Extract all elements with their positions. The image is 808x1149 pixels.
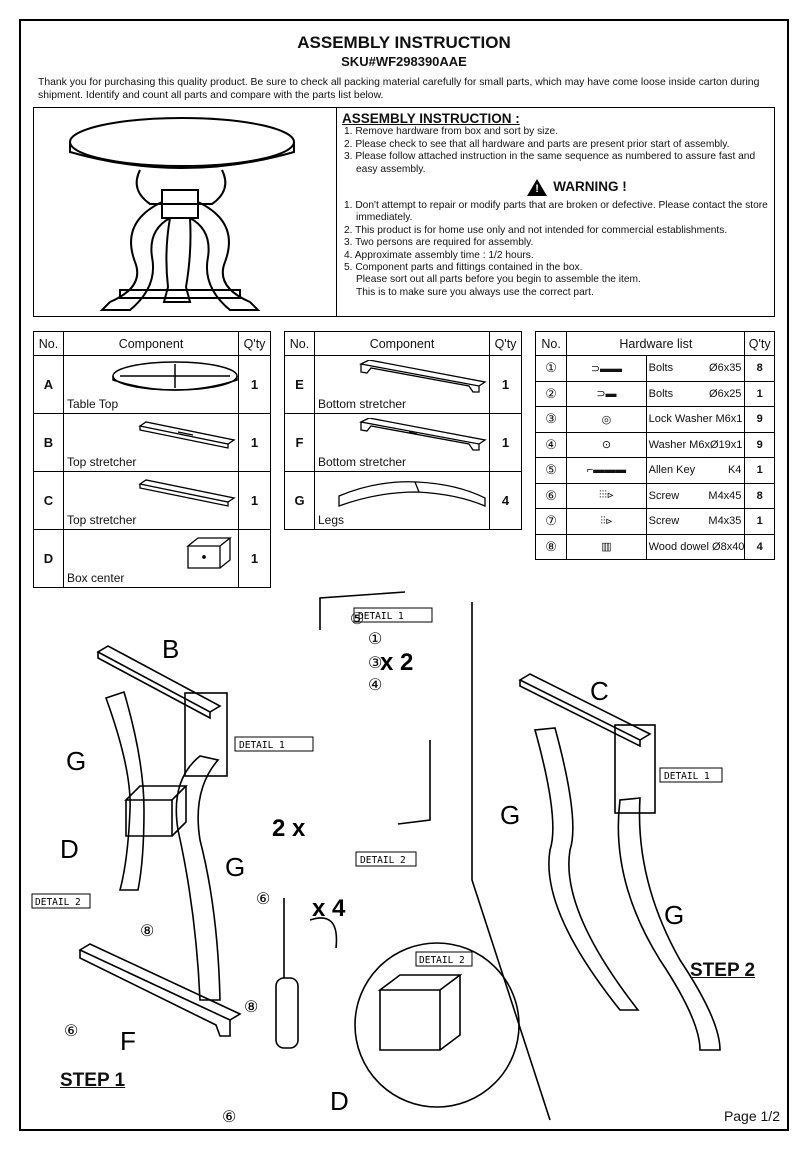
stretcher-icon bbox=[138, 421, 236, 449]
quantity-x2: x 2 bbox=[380, 649, 413, 676]
lock-washer-icon: ◎ bbox=[566, 406, 647, 433]
warning-heading: ! WARNING ! bbox=[382, 179, 772, 197]
table-illustration bbox=[69, 117, 295, 311]
callout-c: C bbox=[590, 676, 609, 706]
stretcher-icon bbox=[138, 479, 236, 507]
leg-icon bbox=[338, 481, 486, 507]
components-table-middle: No. Component Q'ty E Bottom stretcher 1 … bbox=[284, 331, 522, 530]
assembly-diagram: DETAIL 1 DETAIL 1 DETAIL 2 DETAIL 2 DETA… bbox=[31, 591, 723, 1126]
bottom-stretcher-icon bbox=[359, 360, 487, 393]
allen-key-icon: ⌐▬▬▬ bbox=[566, 457, 647, 484]
instruction-item: 1. Remove hardware from box and sort by … bbox=[344, 126, 559, 138]
instruction-item: 3. Please follow attached instruction in… bbox=[344, 151, 756, 175]
instruction-item: 2. Please check to see that all hardware… bbox=[344, 138, 730, 150]
detail-1-label: DETAIL 1 bbox=[358, 611, 404, 622]
sku-number: SKU#WF298390AAE bbox=[341, 54, 467, 69]
callout-5: ⑤ bbox=[350, 611, 364, 628]
callout-6: ⑥ bbox=[256, 891, 270, 908]
warning-item: 4. Approximate assembly time : 1/2 hours… bbox=[344, 249, 534, 261]
callout-3: ③ bbox=[368, 655, 382, 672]
callout-d: D bbox=[330, 1086, 349, 1116]
table-top-icon bbox=[112, 361, 238, 391]
callout-f: F bbox=[120, 1026, 136, 1056]
warning-item: 1. Don't attempt to repair or modify par… bbox=[344, 200, 768, 224]
detail-2-label: DETAIL 2 bbox=[35, 897, 81, 908]
component-top-stretcher-b: Top stretcher bbox=[63, 413, 239, 472]
callout-g: G bbox=[225, 852, 245, 882]
callout-g: G bbox=[500, 800, 520, 830]
step-1-label: STEP 1 bbox=[60, 1070, 126, 1091]
detail-1-label: DETAIL 1 bbox=[664, 771, 710, 782]
component-bottom-stretcher-e: Bottom stretcher bbox=[314, 355, 490, 414]
box-center-icon bbox=[186, 537, 232, 569]
page-number: Page 1/2 bbox=[723, 1108, 780, 1124]
quantity-x4: x 4 bbox=[312, 895, 346, 922]
component-top-stretcher-c: Top stretcher bbox=[63, 471, 239, 530]
component-box-center: Box center bbox=[63, 529, 239, 588]
warning-extra: This is to make sure you always use the … bbox=[356, 286, 594, 298]
component-table-top: Table Top bbox=[63, 355, 239, 414]
components-table-left: No. Component Q'ty A Table Top 1 B Top s… bbox=[33, 331, 271, 588]
warning-item: 2. This product is for home use only and… bbox=[344, 224, 728, 236]
detail-1-label: DETAIL 1 bbox=[239, 740, 285, 751]
instructions-panel: ASSEMBLY INSTRUCTION : 1. Remove hardwar… bbox=[342, 111, 772, 299]
callout-b: B bbox=[162, 634, 179, 664]
detail-2-label: DETAIL 2 bbox=[419, 955, 465, 966]
warning-icon: ! bbox=[527, 179, 548, 197]
callout-g: G bbox=[664, 900, 684, 930]
page-title: ASSEMBLY INSTRUCTION bbox=[297, 33, 511, 52]
screw-icon: ⫶⫶⊳ bbox=[566, 508, 647, 535]
callout-8: ⑧ bbox=[140, 923, 154, 940]
quantity-2x: 2 x bbox=[272, 815, 306, 842]
component-bottom-stretcher-f: Bottom stretcher bbox=[314, 413, 490, 472]
bottom-stretcher-icon bbox=[359, 418, 487, 451]
overview-box bbox=[33, 107, 775, 317]
bolt-icon: ⊃▬ bbox=[566, 380, 647, 407]
page-frame bbox=[19, 19, 789, 1131]
detail-2-label: DETAIL 2 bbox=[360, 855, 406, 866]
intro-text: Thank you for purchasing this quality pr… bbox=[38, 77, 760, 101]
callout-8: ⑧ bbox=[244, 999, 258, 1016]
callout-g: G bbox=[66, 746, 86, 776]
screw-icon: ⫶⫶⫶⊳ bbox=[566, 482, 647, 509]
callout-d: D bbox=[60, 834, 79, 864]
washer-icon: ⊙ bbox=[566, 431, 647, 458]
step-2-label: STEP 2 bbox=[690, 960, 756, 981]
callout-4: ④ bbox=[368, 677, 382, 694]
callout-1: ① bbox=[368, 631, 382, 648]
warning-item: 5. Component parts and fittings containe… bbox=[344, 262, 583, 274]
callout-6: ⑥ bbox=[64, 1023, 78, 1040]
callout-6: ⑥ bbox=[222, 1109, 236, 1126]
component-legs: Legs bbox=[314, 471, 490, 530]
wood-dowel-icon: ▥ bbox=[566, 533, 647, 560]
warning-extra: Please sort out all parts before you beg… bbox=[356, 274, 641, 286]
bolt-icon: ⊃▬▬ bbox=[566, 355, 647, 382]
warning-item: 3. Two persons are required for assembly… bbox=[344, 237, 534, 249]
instructions-heading: ASSEMBLY INSTRUCTION : bbox=[342, 111, 520, 126]
